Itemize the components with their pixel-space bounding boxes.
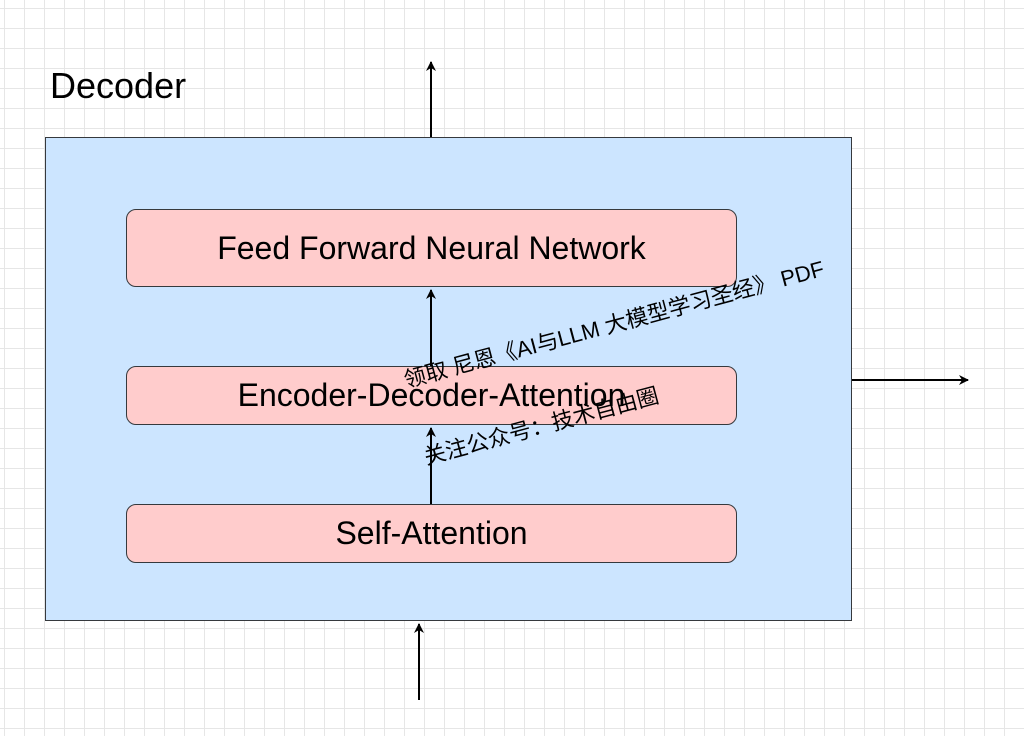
encoder-decoder-attention-layer[interactable]: Encoder-Decoder-Attention <box>126 366 737 425</box>
self-attention-layer[interactable]: Self-Attention <box>126 504 737 563</box>
decoder-title: Decoder <box>50 65 187 106</box>
feed-forward-layer[interactable]: Feed Forward Neural Network <box>126 209 737 287</box>
